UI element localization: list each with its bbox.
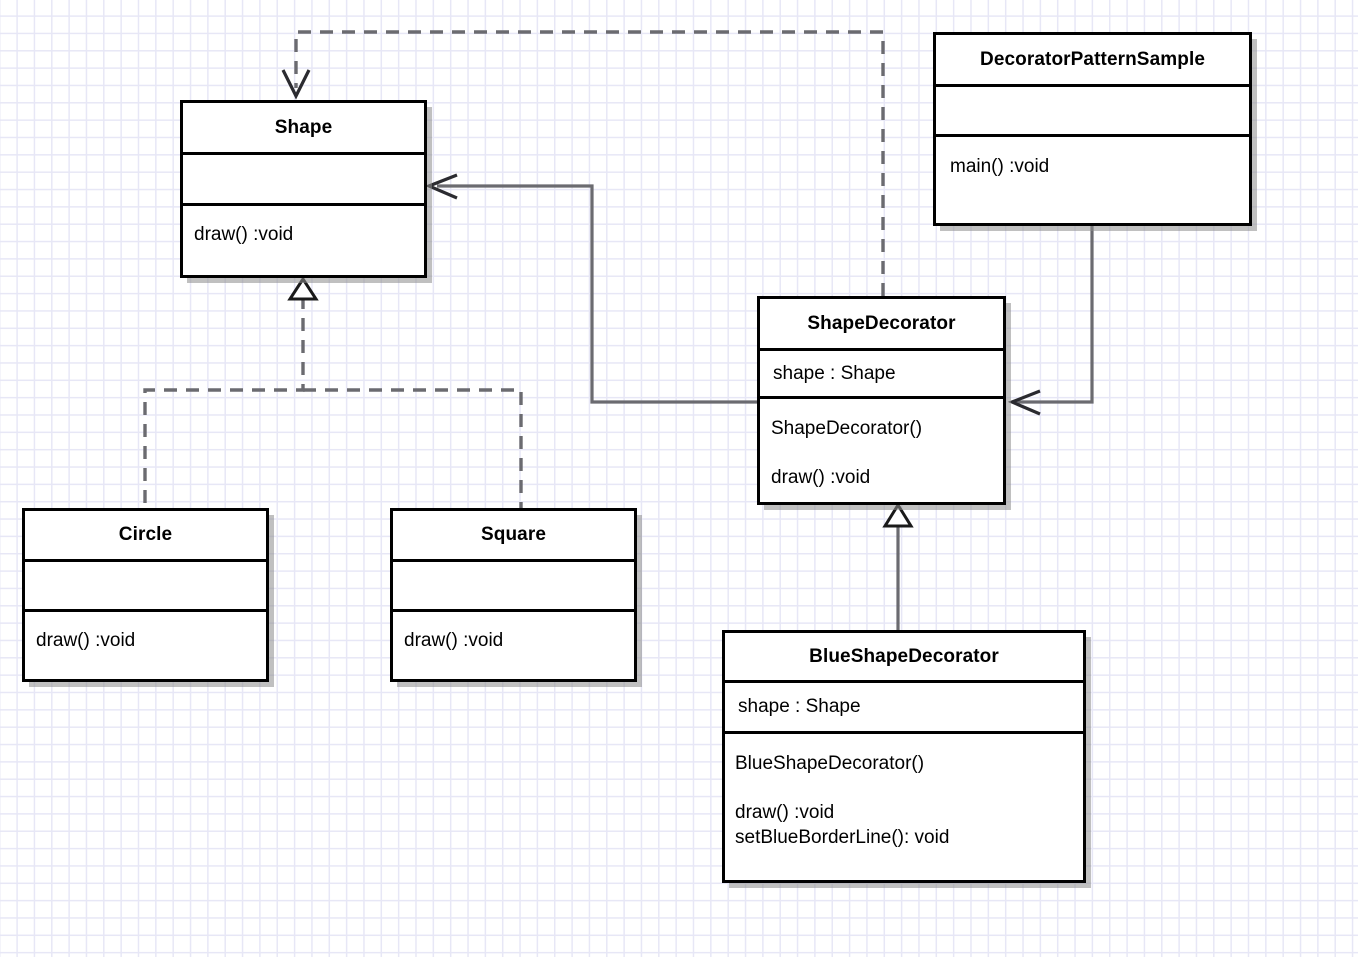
connector-sample-association-shapedecorator — [1007, 226, 1094, 416]
operation-item: setBlueBorderLine(): void — [735, 827, 950, 849]
class-attributes-shape — [183, 155, 424, 207]
class-operations-square: draw() :void — [393, 612, 634, 679]
class-attributes-square — [393, 562, 634, 612]
class-box-blueshapedecorator[interactable]: BlueShapeDecorator shape : Shape BlueSha… — [722, 630, 1086, 883]
connector-blueshapedecorator-extends-shapedecorator — [882, 502, 914, 632]
operation-item: draw() :void — [771, 467, 871, 489]
class-attributes-blueshapedecorator: shape : Shape — [725, 683, 1083, 734]
class-operations-shapedecorator: ShapeDecorator() draw() :void — [760, 399, 1003, 502]
attribute-item: shape : Shape — [738, 696, 861, 718]
class-attributes-circle — [25, 562, 266, 612]
connector-shapedecorator-association-shape — [424, 173, 757, 404]
class-box-shapedecorator[interactable]: ShapeDecorator shape : Shape ShapeDecora… — [757, 296, 1006, 505]
class-box-decoratorpatternsample[interactable]: DecoratorPatternSample main() :void — [933, 32, 1252, 226]
class-title-circle: Circle — [25, 511, 266, 562]
class-operations-circle: draw() :void — [25, 612, 266, 679]
class-operations-decoratorpatternsample: main() :void — [936, 137, 1249, 223]
class-title-shapedecorator: ShapeDecorator — [760, 299, 1003, 351]
class-attributes-shapedecorator: shape : Shape — [760, 351, 1003, 399]
operation-item: BlueShapeDecorator() — [735, 753, 925, 774]
class-box-circle[interactable]: Circle draw() :void — [22, 508, 269, 682]
connector-subclasses-to-shape-dashed — [143, 276, 523, 508]
operation-item: draw() :void — [194, 224, 294, 246]
class-box-shape[interactable]: Shape draw() :void — [180, 100, 427, 278]
class-operations-blueshapedecorator: BlueShapeDecorator() draw() :void setBlu… — [725, 734, 1083, 880]
class-operations-shape: draw() :void — [183, 206, 424, 275]
class-title-blueshapedecorator: BlueShapeDecorator — [725, 633, 1083, 683]
operation-item: draw() :void — [735, 802, 835, 824]
class-title-shape: Shape — [183, 103, 424, 156]
operation-item: draw() :void — [404, 630, 504, 651]
attribute-item: shape : Shape — [773, 362, 896, 384]
operation-item: main() :void — [950, 156, 1050, 177]
operation-item: draw() :void — [36, 630, 136, 651]
class-title-decoratorpatternsample: DecoratorPatternSample — [936, 35, 1249, 87]
operation-item: ShapeDecorator() — [771, 418, 923, 439]
class-attributes-decoratorpatternsample — [936, 87, 1249, 137]
class-title-square: Square — [393, 511, 634, 562]
class-box-square[interactable]: Square draw() :void — [390, 508, 637, 682]
